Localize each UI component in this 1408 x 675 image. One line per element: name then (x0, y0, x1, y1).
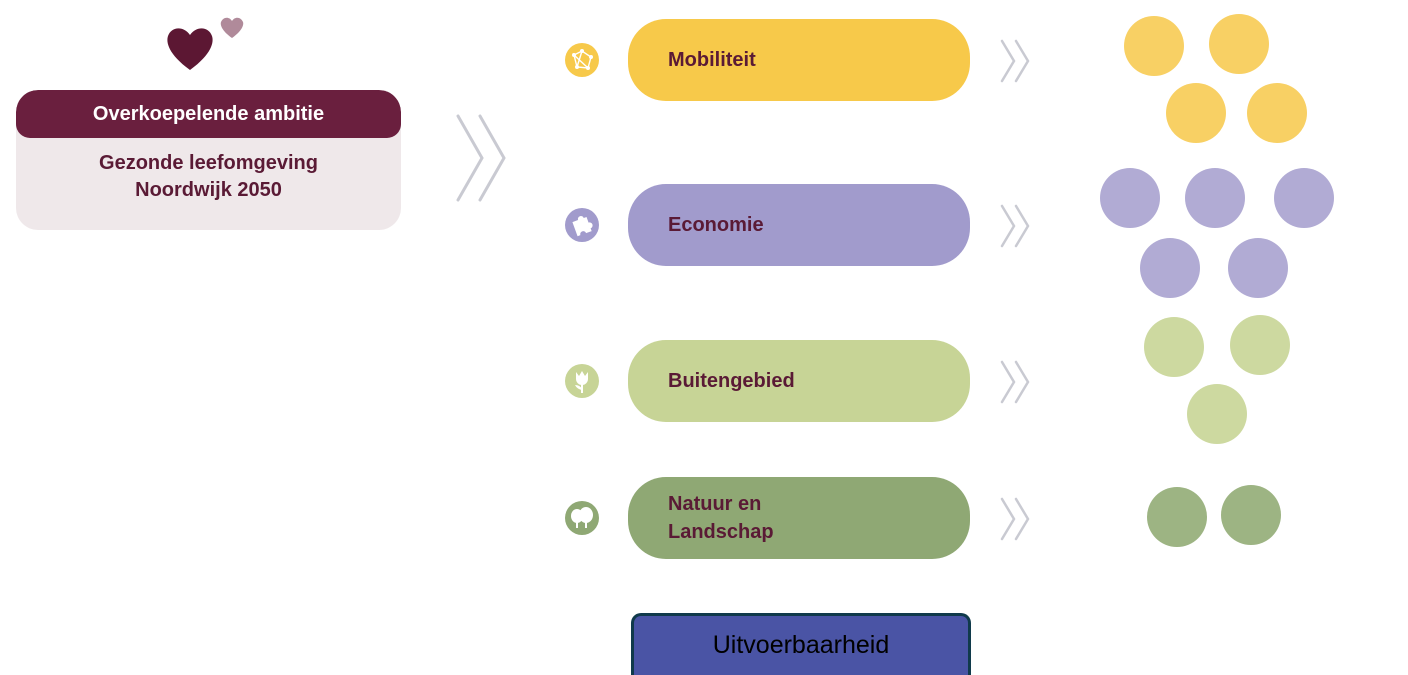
chevron-right-icon (1000, 39, 1030, 83)
economie-dot (1185, 168, 1245, 228)
mobiliteit-dot (1247, 83, 1307, 143)
tulip-icon (565, 364, 599, 398)
theme-label: Mobiliteit (668, 49, 756, 71)
trees-icon (565, 501, 599, 535)
mobiliteit-dot (1166, 83, 1226, 143)
chevron-right-icon (1000, 204, 1030, 248)
mobiliteit-dot (1124, 16, 1184, 76)
ambition-body: Gezonde leefomgeving Noordwijk 2050 (16, 138, 401, 204)
ambition-header: Overkoepelende ambitie (16, 90, 401, 138)
economie-dot (1228, 238, 1288, 298)
chevron-right-icon (456, 114, 506, 202)
chevron-right-icon (1000, 497, 1030, 541)
theme-pill-economie[interactable]: Economie (628, 184, 970, 266)
theme-pill-buitengebied[interactable]: Buitengebied (628, 340, 970, 422)
natuur-dot (1221, 485, 1281, 545)
buitengebied-dot (1144, 317, 1204, 377)
theme-label: Economie (668, 214, 764, 236)
economie-dot (1274, 168, 1334, 228)
natuur-dot (1147, 487, 1207, 547)
network-icon (565, 43, 599, 77)
theme-pill-mobiliteit[interactable]: Mobiliteit (628, 19, 970, 101)
buitengebied-dot (1230, 315, 1290, 375)
theme-label: Natuur en Landschap (668, 493, 774, 543)
hearts-icon (167, 17, 244, 70)
mobiliteit-dot (1209, 14, 1269, 74)
ambition-line-2: Noordwijk 2050 (135, 179, 282, 201)
economie-dot (1100, 168, 1160, 228)
theme-pill-natuur-en-landschap[interactable]: Natuur en Landschap (628, 477, 970, 559)
theme-label: Buitengebied (668, 370, 795, 392)
ambition-line-1: Gezonde leefomgeving (99, 152, 318, 174)
uitvoerbaarheid-button[interactable]: Uitvoerbaarheid (631, 613, 971, 675)
puzzle-icon (565, 208, 599, 242)
ambition-card: Overkoepelende ambitie Gezonde leefomgev… (16, 90, 401, 230)
chevron-right-icon (1000, 360, 1030, 404)
economie-dot (1140, 238, 1200, 298)
buitengebied-dot (1187, 384, 1247, 444)
